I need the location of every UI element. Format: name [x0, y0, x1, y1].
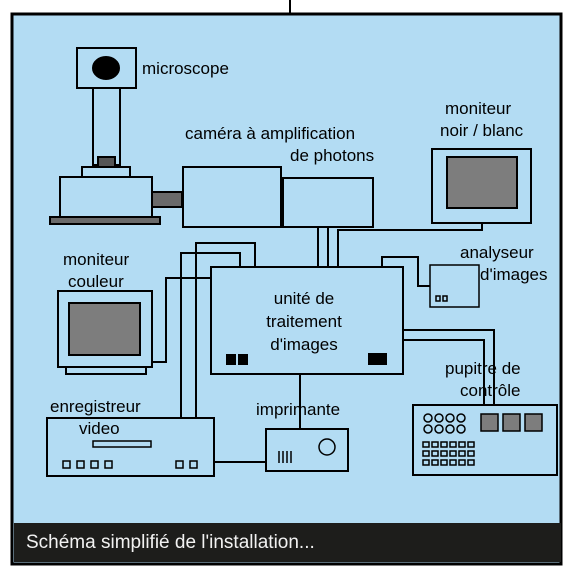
- caption-bar: Schéma simplifié de l'installation...: [14, 523, 561, 562]
- video-recorder-icon: [46, 417, 215, 477]
- console-label-line2: contrôle: [460, 381, 521, 400]
- microscope-label: microscope: [142, 59, 229, 78]
- processing-unit-icon: [210, 266, 404, 375]
- color-monitor-label-line2: couleur: [68, 272, 124, 291]
- console-label-line1: pupitre de: [445, 359, 521, 378]
- camera-label-line1: caméra à amplification: [185, 124, 356, 143]
- recorder-label-line1: enregistreur: [50, 397, 141, 416]
- bw-monitor-label-line2: noir / blanc: [440, 121, 524, 140]
- bw-monitor-label-line1: moniteur: [445, 99, 512, 118]
- connection-cables: [152, 223, 495, 463]
- color-monitor-label-line1: moniteur: [63, 250, 130, 269]
- color-monitor-icon: [57, 290, 153, 375]
- processing-unit-label-line2: traitement: [266, 312, 342, 331]
- control-console-icon: [412, 404, 558, 476]
- printer-icon: [265, 428, 349, 472]
- analyzer-label-line1: analyseur: [460, 243, 534, 262]
- analyzer-icon: [429, 264, 480, 308]
- camera-label-line2: de photons: [290, 146, 375, 165]
- printer-label: imprimante: [256, 400, 341, 419]
- processing-unit-label-line1: unité de: [273, 289, 335, 308]
- analyzer-label-line2: d'images: [480, 265, 548, 284]
- microscope-icon: [49, 47, 183, 225]
- processing-unit-label-line3: d'images: [270, 335, 338, 354]
- bw-monitor-icon: [431, 148, 532, 224]
- recorder-label-line2: video: [79, 419, 120, 438]
